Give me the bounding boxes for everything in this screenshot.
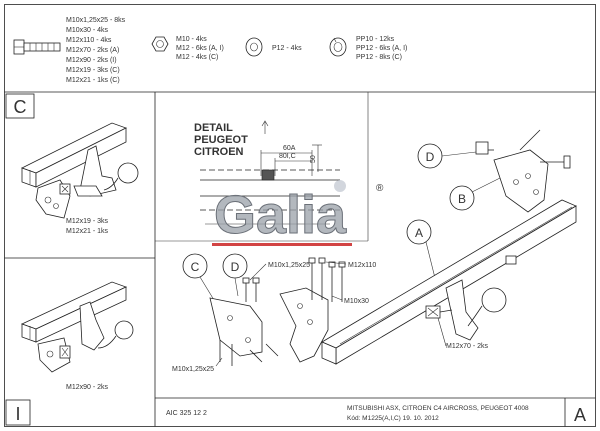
nut-spec: M12 - 4ks (C) <box>176 54 218 61</box>
callout-d-bottom: D <box>222 253 248 297</box>
galia-logo: Galia ® <box>212 180 384 246</box>
main-ball-and-neck <box>425 255 517 341</box>
spring-washer-spec: PP12 - 8ks (C) <box>356 54 402 61</box>
panel-i-bolt-spec: M12x90 - 2ks <box>66 384 109 391</box>
drawing-code: AIC 325 12 2 <box>166 410 207 417</box>
bolt-spec: M10x30 - 4ks <box>66 27 109 34</box>
washer-spec: P12 - 4ks <box>272 45 302 52</box>
logo-text: Galia <box>214 185 347 245</box>
logo-dot <box>334 180 346 192</box>
callout-b: B <box>449 173 509 211</box>
label-m12x110: M12x110 <box>348 262 376 269</box>
logo-registered-mark: ® <box>376 183 384 194</box>
detail-title: DETAIL <box>194 122 233 134</box>
detail-box: DETAIL PEUGEOT CITROEN 60A 80I,C 50 <box>194 120 384 246</box>
panel-i: I M12x90 - 2ks <box>5 281 134 426</box>
label-m12x70: M12x70 - 2ks <box>446 343 489 350</box>
callout-d-top: D <box>417 143 477 169</box>
bolt-spec: M12x110 - 4ks <box>66 37 112 44</box>
main-towbar-tube <box>321 199 577 365</box>
svg-text:M10 - 4ks M12 - 6ks (A,: M10 - 4ks M12 - 6ks (A, I) M12 - 4ks (C) <box>176 36 226 61</box>
bolt-spec: M10x1,25x25 - 8ks <box>66 17 126 24</box>
detail-title: CITROEN <box>194 146 244 158</box>
svg-text:C: C <box>191 260 200 274</box>
svg-text:PP10 - 12ks PP12 - 6ks (: PP10 - 12ks PP12 - 6ks (A, I) PP12 - 8ks… <box>356 36 409 61</box>
bolt-group: M10x1,25x25 - 8ks M10x30 - 4ks M12x110 -… <box>13 17 127 84</box>
spring-washer-spec: PP12 - 6ks (A, I) <box>356 45 407 52</box>
nut-spec: M12 - 6ks (A, I) <box>176 45 224 52</box>
nut-icon <box>151 36 169 52</box>
bolt-spec: M12x19 - 3ks (C) <box>66 67 120 74</box>
sheet-letter: A <box>574 405 586 425</box>
drawing-kod-date: Kód: M1225(A,I,C) 19. 10. 2012 <box>347 415 439 422</box>
up-arrow-icon <box>261 120 269 134</box>
bolt-spec: M12x70 - 2ks (A) <box>66 47 119 54</box>
svg-text:P12 - 4ks: P12 - 4ks <box>272 45 302 52</box>
logo-underline <box>212 243 352 246</box>
label-m10x125x25-top: M10x1,25x25 <box>268 262 310 269</box>
label-m10x30: M10x30 <box>344 298 369 305</box>
panel-c-letter: C <box>14 97 27 117</box>
bracket-b <box>475 129 571 213</box>
nut-spec: M10 - 4ks <box>176 36 207 43</box>
washer-group: P12 - 4ks <box>245 37 302 57</box>
panel-c-towbar-drawing <box>20 122 139 219</box>
washer-icon <box>245 37 263 57</box>
dimension-50: 50 <box>310 155 317 163</box>
spring-washer-icon <box>329 37 347 57</box>
panel-c-bolt-spec: M12x19 - 3ks <box>66 218 109 225</box>
detail-title: PEUGEOT <box>194 134 248 146</box>
svg-text:DETAIL PEUGEOT CIT: DETAIL PEUGEOT CITROEN <box>194 122 251 158</box>
panel-c: C M12x19 - 3ks M12x21 - 1ks <box>5 93 139 235</box>
callout-c: C <box>182 253 215 301</box>
svg-text:B: B <box>458 192 466 206</box>
detail-tube-profile <box>200 169 340 225</box>
panel-i-letter-box <box>5 399 31 426</box>
svg-text:D: D <box>426 150 435 164</box>
bolt-spec: M12x21 - 1ks (C) <box>66 77 120 84</box>
spring-washer-group: PP10 - 12ks PP12 - 6ks (A, I) PP12 - 8ks… <box>329 36 409 61</box>
vehicle-list: MITSUBISHI ASX, CITROEN C4 AIRCROSS, PEU… <box>347 405 529 412</box>
label-m10x125x25-bottom: M10x1,25x25 <box>172 366 214 373</box>
dimension-lines <box>260 144 322 176</box>
panel-c-bolt-spec: M12x21 - 1ks <box>66 228 109 235</box>
panel-i-towbar-drawing <box>20 281 134 373</box>
svg-text:D: D <box>231 260 240 274</box>
spring-washer-spec: PP10 - 12ks <box>356 36 395 43</box>
panel-c-letter-box <box>5 93 35 119</box>
nut-group: M10 - 4ks M12 - 6ks (A, I) M12 - 4ks (C) <box>151 36 226 61</box>
panel-i-letter: I <box>15 404 20 424</box>
svg-text:M12x19 - 3ks M12x21 - 1k: M12x19 - 3ks M12x21 - 1ks <box>66 218 110 235</box>
callout-a: A <box>406 219 437 283</box>
outer-frame <box>4 4 596 427</box>
svg-text:M10x1,25x25 - 8ks M10x30: M10x1,25x25 - 8ks M10x30 - 4ks M12x110 -… <box>66 17 127 84</box>
bolt-icon <box>13 39 61 55</box>
dimension-60a: 60A <box>283 145 296 152</box>
svg-text:A: A <box>415 226 423 240</box>
bolt-spec: M12x90 - 2ks (I) <box>66 57 117 64</box>
dimension-80: 80I,C <box>279 153 296 160</box>
bracket-left <box>209 257 346 366</box>
